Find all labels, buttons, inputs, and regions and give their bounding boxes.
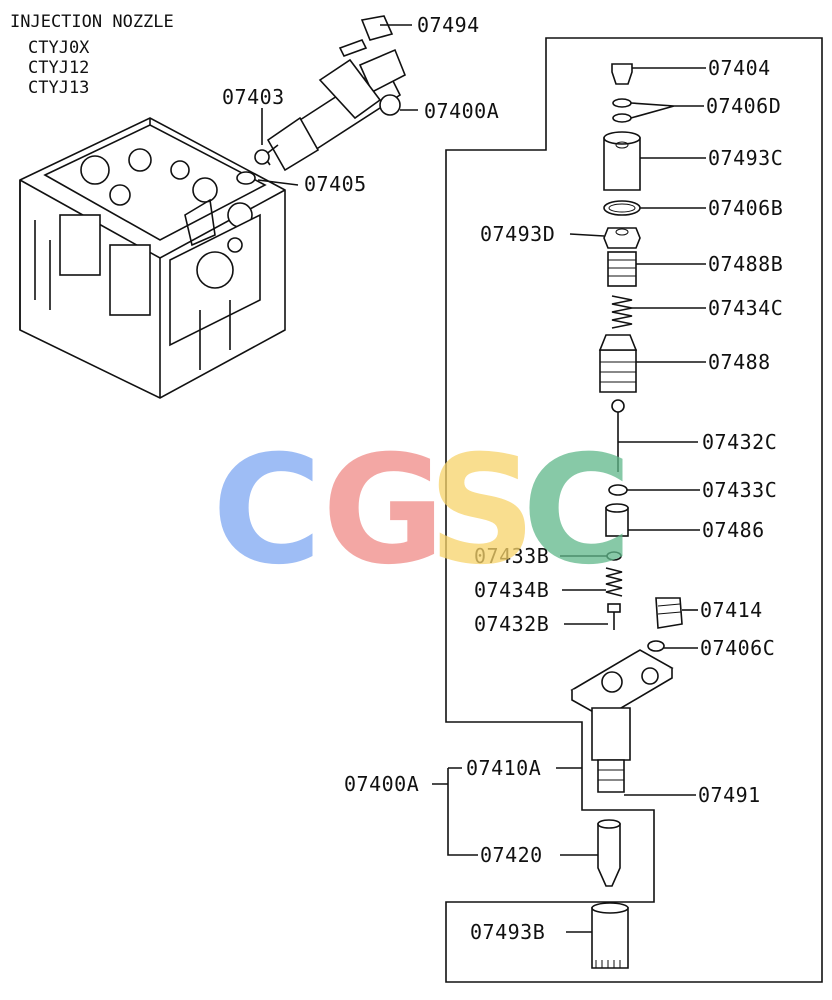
part-label-07486: 07486 [702,518,765,542]
model-code-2: CTYJ12 [28,58,89,78]
watermark-letter-2: G [322,424,445,598]
part-label-07420: 07420 [480,843,543,867]
cylinder-head-illustration [19,117,286,399]
part-label-07434c: 07434C [708,296,783,320]
part-label-07404: 07404 [708,56,771,80]
part-label-07403: 07403 [222,85,285,109]
watermark-letter-3: S [428,424,536,598]
part-label-07433b: 07433B [474,544,549,568]
part-label-07433c: 07433C [702,478,777,502]
part-label-07406d: 07406D [706,94,781,118]
diagram-title: INJECTION NOZZLE [10,12,174,32]
part-label-07414: 07414 [700,598,763,622]
part-label-07400a-bottom: 07400A [344,772,419,796]
exploded-view-frame [445,37,823,983]
injector-assembly-illustration [254,15,407,172]
cgsc-watermark: C G S C [212,424,632,598]
model-code-3: CTYJ13 [28,78,89,98]
washer-07405-shape [236,171,256,185]
part-label-07410a: 07410A [466,756,541,780]
watermark-letter-4: C [522,424,632,598]
part-label-07488b: 07488B [708,252,783,276]
exploded-components [570,63,683,969]
part-label-07494: 07494 [417,13,480,37]
watermark-letter-1: C [212,424,322,598]
part-label-07434b: 07434B [474,578,549,602]
part-label-07432c: 07432C [702,430,777,454]
part-label-07400a-top: 07400A [424,99,499,123]
model-code-1: CTYJ0X [28,38,90,58]
part-label-07493d: 07493D [480,222,555,246]
part-label-07406c: 07406C [700,636,775,660]
part-label-07405: 07405 [304,172,367,196]
part-label-07493b: 07493B [470,920,545,944]
part-label-07493c: 07493C [708,146,783,170]
part-label-07432b: 07432B [474,612,549,636]
part-label-07488: 07488 [708,350,771,374]
part-label-07406b: 07406B [708,196,783,220]
part-label-07491: 07491 [698,783,761,807]
